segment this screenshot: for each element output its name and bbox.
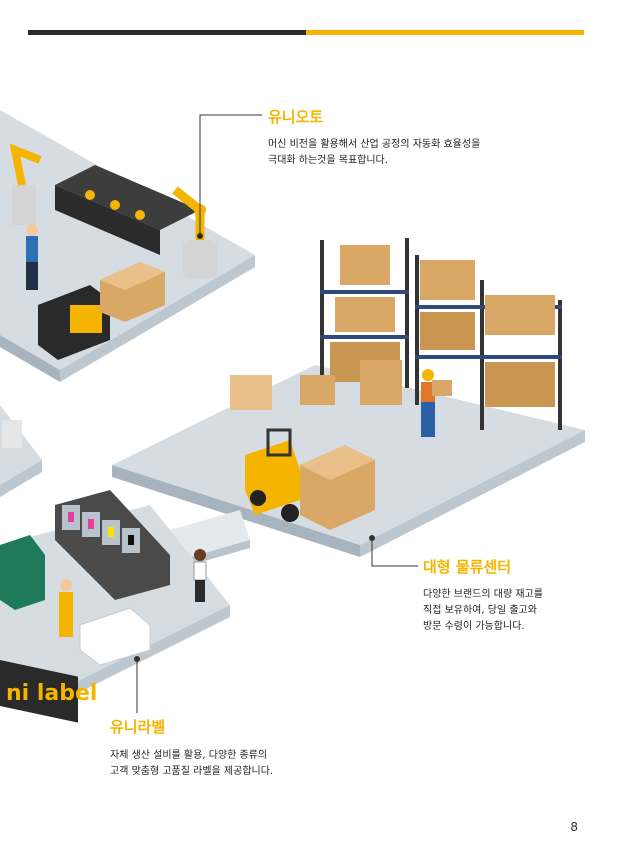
uniauto-title: 유니오토 — [268, 108, 324, 126]
cnc-machine — [38, 285, 110, 360]
box-pallet-automation — [100, 262, 165, 322]
robot-arm-left — [9, 143, 42, 225]
packing-desk — [79, 607, 151, 666]
logistics-title: 대형 물류센터 — [423, 558, 512, 576]
unilabel-description-line: 자체 생산 설비를 활용, 다양한 종류의 — [110, 750, 268, 761]
leader-line-uniauto — [197, 114, 262, 239]
warehouse-worker-carrying-box — [421, 369, 452, 437]
unilabel-description-line: 고객 맞춤형 고품질 라벨을 제공합니다. — [110, 766, 274, 777]
logistics-description-line: 방문 수령이 가능합니다. — [423, 621, 525, 632]
print-worker — [59, 579, 73, 637]
logistics-description-line: 다양한 브랜드의 대량 재고를 — [423, 589, 543, 600]
page-number: 8 — [570, 820, 578, 834]
stairs — [170, 510, 250, 568]
office-worker — [193, 549, 207, 602]
boxes-on-floor — [230, 360, 402, 410]
unilabel-sign-text: ni label — [6, 681, 97, 706]
logistics-description: 다양한 브랜드의 대량 재고를 직접 보유하여, 당일 출고와 방문 수령이 가… — [423, 587, 543, 635]
conveyor-belt — [55, 165, 200, 255]
storage-rack-right — [415, 255, 562, 430]
leader-line-unilabel — [134, 656, 140, 713]
unilabel-description: 자체 생산 설비를 활용, 다양한 종류의 고객 맞춤형 고품질 라벨을 제공합… — [110, 748, 273, 780]
top-divider-dark — [28, 30, 306, 35]
logistics-description-line: 직접 보유하여, 당일 출고와 — [423, 605, 537, 616]
worker-with-tablet — [26, 224, 38, 290]
forklift — [245, 428, 300, 522]
uniauto-description-line: 머신 비전을 활용해서 산업 공정의 자동화 효율성을 — [268, 139, 481, 150]
uniauto-description: 머신 비전을 활용해서 산업 공정의 자동화 효율성을 극대화 하는것을 목표합… — [268, 137, 480, 169]
top-divider-accent — [306, 30, 584, 35]
top-divider-bar — [28, 30, 584, 35]
middle-left-platform — [0, 405, 42, 497]
unilabel-title: 유니라벨 — [110, 718, 166, 736]
leader-line-logistics — [369, 535, 418, 567]
green-machine — [0, 535, 45, 610]
uniauto-description-line: 극대화 하는것을 목표합니다. — [268, 155, 388, 166]
forklift-pallet-boxes — [300, 445, 375, 530]
printing-press — [55, 490, 170, 600]
unilabel-logo-sign: ni label — [0, 660, 97, 723]
